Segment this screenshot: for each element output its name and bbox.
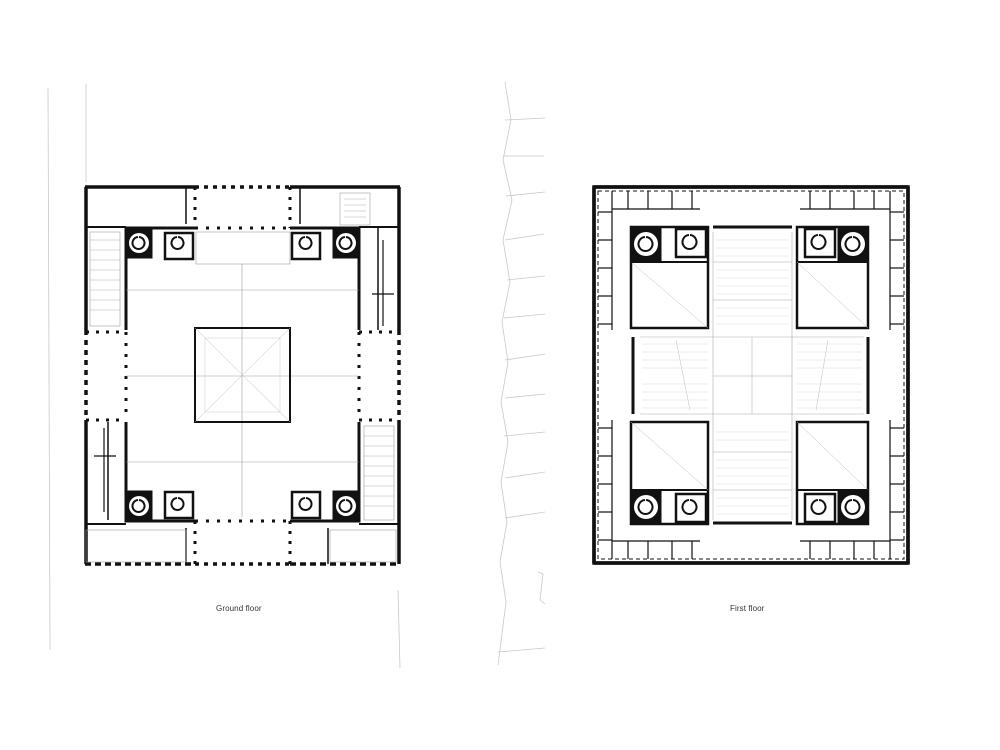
first-floor-caption: First floor — [730, 604, 765, 613]
first-floor-plan — [592, 185, 910, 565]
ground-floor-caption: Ground floor — [216, 604, 262, 613]
first-floor-central-hall — [631, 225, 870, 525]
first-floor-spiral-cores — [630, 226, 869, 525]
ground-floor-stair-treads — [90, 198, 394, 507]
ground-floor-atrium — [194, 327, 291, 423]
ground-floor-fine-lines — [85, 192, 397, 563]
first-floor-corner-rooms — [629, 225, 870, 526]
first-floor-seating-hatch — [642, 239, 862, 515]
first-floor-outer-walls — [592, 185, 910, 565]
first-floor-perimeter-rooms — [598, 191, 904, 559]
ground-floor-spiral-cores — [125, 227, 360, 522]
ground-floor-plan — [84, 185, 401, 566]
site-context-lines — [47, 81, 546, 669]
